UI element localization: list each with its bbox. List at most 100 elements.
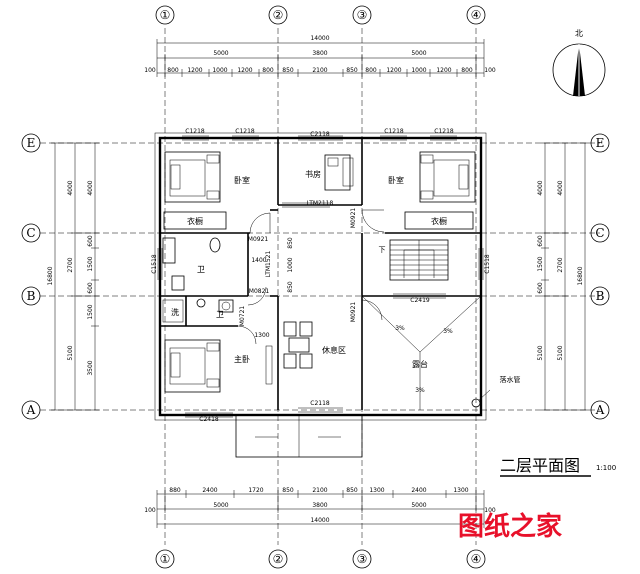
- svg-text:2700: 2700: [557, 257, 564, 272]
- drawing-title: 二层平面图: [500, 456, 580, 475]
- axis-bubble-bottom-4: ④: [466, 549, 486, 569]
- svg-text:16800: 16800: [47, 266, 54, 285]
- svg-text:衣橱: 衣橱: [187, 216, 203, 226]
- svg-text:850: 850: [287, 281, 294, 293]
- svg-text:800: 800: [461, 67, 473, 74]
- svg-text:850: 850: [287, 237, 294, 249]
- svg-text:3%: 3%: [415, 387, 425, 394]
- svg-text:B: B: [596, 289, 605, 303]
- svg-text:100: 100: [144, 507, 156, 514]
- svg-text:850: 850: [282, 487, 294, 494]
- svg-text:C: C: [595, 226, 604, 240]
- svg-text:3%: 3%: [443, 328, 453, 335]
- wardrobe-right: 衣橱: [404, 211, 474, 230]
- svg-text:600: 600: [87, 282, 94, 294]
- svg-text:850: 850: [282, 67, 294, 74]
- watermark-logo: 图纸之家: [458, 511, 562, 542]
- axis-bubble-bottom-1: ①: [155, 549, 175, 569]
- svg-text:①: ①: [160, 552, 171, 566]
- lounge-partition: [265, 345, 273, 385]
- svg-text:A: A: [595, 403, 605, 417]
- svg-text:1200: 1200: [187, 67, 202, 74]
- right-dimensions: 4000 600 1500 600 5100 4000 2700 5100 16…: [537, 142, 589, 411]
- svg-text:④: ④: [471, 8, 482, 22]
- svg-text:14000: 14000: [310, 35, 329, 42]
- svg-text:5000: 5000: [213, 502, 228, 509]
- door-swings: [237, 209, 385, 345]
- svg-text:100: 100: [484, 67, 496, 74]
- north-arrow: 北: [552, 29, 606, 97]
- svg-text:5000: 5000: [411, 50, 426, 57]
- svg-text:600: 600: [87, 235, 94, 247]
- svg-text:M0921: M0921: [248, 236, 269, 243]
- svg-text:②: ②: [273, 8, 284, 22]
- interior-dimensions: 1400 1300 850 1000 850 3% 3% 3%: [251, 237, 453, 394]
- svg-text:A: A: [26, 403, 36, 417]
- svg-text:5000: 5000: [213, 50, 228, 57]
- svg-text:1500: 1500: [87, 304, 94, 319]
- svg-text:14000: 14000: [310, 517, 329, 524]
- axis-bubble-left-C: C: [21, 223, 41, 243]
- axis-bubble-top-4: ④: [466, 5, 486, 25]
- bathroom-fixtures: [162, 237, 234, 323]
- svg-text:1500: 1500: [87, 256, 94, 271]
- svg-text:C1218: C1218: [384, 128, 404, 135]
- svg-text:4000: 4000: [537, 180, 544, 195]
- wardrobe-left: 衣橱: [163, 211, 227, 230]
- svg-text:C2419: C2419: [410, 297, 430, 304]
- room-label-bath-1: 卫: [197, 265, 205, 274]
- svg-text:LTM2118: LTM2118: [307, 200, 334, 207]
- windows: [157, 135, 484, 418]
- svg-text:2100: 2100: [312, 67, 327, 74]
- svg-text:880: 880: [169, 487, 181, 494]
- room-label-bedroom-nw: 卧室: [234, 175, 250, 185]
- svg-text:1400: 1400: [251, 257, 266, 264]
- opening-codes: C1218 C1218 C2118 C1218 C1218 LTM2118 C2…: [151, 128, 491, 423]
- axis-bubble-bottom-3: ③: [352, 549, 372, 569]
- svg-text:100: 100: [144, 67, 156, 74]
- svg-text:C2118: C2118: [310, 400, 330, 407]
- room-label-laundry: 洗: [171, 307, 179, 317]
- svg-text:①: ①: [160, 8, 171, 22]
- bed-master: [164, 339, 221, 393]
- svg-text:5100: 5100: [557, 345, 564, 360]
- study-desk: [324, 154, 354, 191]
- axis-bubble-left-B: B: [21, 286, 41, 306]
- svg-text:800: 800: [365, 67, 377, 74]
- svg-text:2700: 2700: [67, 257, 74, 272]
- svg-text:③: ③: [357, 8, 368, 22]
- axis-bubble-top-2: ②: [268, 5, 288, 25]
- svg-text:C1518: C1518: [151, 254, 158, 274]
- svg-text:C1218: C1218: [185, 128, 205, 135]
- svg-text:3%: 3%: [395, 325, 405, 332]
- left-dimensions: 16800 4000 2700 5100 4000 600 1500 600 1…: [47, 142, 99, 411]
- svg-text:C1218: C1218: [235, 128, 255, 135]
- terrace-slopes: [361, 295, 482, 410]
- axis-bubble-right-B: B: [590, 286, 610, 306]
- axis-bubbles: ① ② ③ ④ ① ② ③ ④ E C B A E C B A: [21, 5, 610, 569]
- svg-text:1200: 1200: [436, 67, 451, 74]
- svg-text:E: E: [596, 136, 605, 150]
- svg-text:1500: 1500: [537, 256, 544, 271]
- downpipe-label: 落水管: [500, 375, 521, 384]
- bottom-dimensions: 880 2400 1720 850 2100 850 1300 2400 130…: [144, 487, 496, 528]
- svg-text:M0721: M0721: [239, 306, 246, 327]
- svg-text:850: 850: [346, 67, 358, 74]
- svg-text:M0921: M0921: [350, 208, 357, 229]
- svg-text:C1218: C1218: [434, 128, 454, 135]
- staircase: [389, 239, 449, 281]
- svg-text:④: ④: [471, 552, 482, 566]
- svg-text:800: 800: [167, 67, 179, 74]
- axis-bubble-right-C: C: [590, 223, 610, 243]
- svg-text:1300: 1300: [254, 332, 269, 339]
- svg-text:C2418: C2418: [199, 416, 219, 423]
- bed-northeast: [419, 151, 476, 203]
- room-label-master: 主卧: [234, 354, 250, 364]
- room-label-lounge: 休息区: [322, 345, 346, 355]
- svg-text:2400: 2400: [202, 487, 217, 494]
- svg-text:②: ②: [273, 552, 284, 566]
- svg-text:1000: 1000: [212, 67, 227, 74]
- svg-text:800: 800: [262, 67, 274, 74]
- svg-text:B: B: [27, 289, 36, 303]
